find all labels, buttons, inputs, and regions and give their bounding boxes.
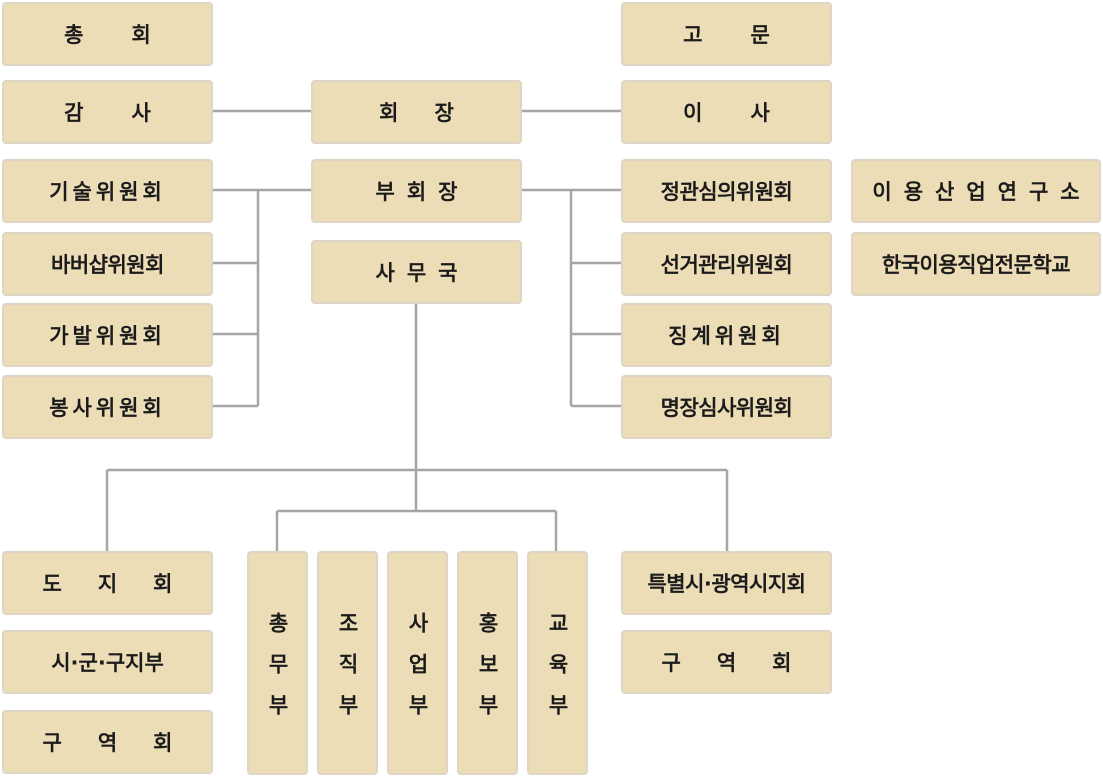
samuguk-box: 사무국 (311, 240, 522, 304)
committee-left-1: 기술위원회 (2, 159, 213, 223)
gamsa-box: 감사 (2, 80, 213, 144)
institute-school: 한국이용직업전문학교 (851, 232, 1101, 296)
dept-gyoyuk: 교육부 (527, 551, 588, 775)
committee-right-3: 징계위원회 (621, 303, 832, 367)
committee-left-3: 가발위원회 (2, 303, 213, 367)
committee-left-4: 봉사위원회 (2, 375, 213, 439)
chongheo-box: 총회 (2, 2, 213, 66)
gomun-box: 고문 (621, 2, 832, 66)
dept-jojik: 조직부 (317, 551, 378, 775)
committee-left-2: 바버샵위원회 (2, 232, 213, 296)
regional-dojihoe: 도지회 (2, 551, 213, 615)
committee-right-2: 선거관리위원회 (621, 232, 832, 296)
committee-right-4: 명장심사위원회 (621, 375, 832, 439)
regional-guyeokhoe-right: 구역회 (621, 630, 832, 694)
institute-research: 이용산업연구소 (851, 159, 1101, 223)
regional-sigungu: 시·군·구지부 (2, 630, 213, 694)
committee-right-1: 정관심의위원회 (621, 159, 832, 223)
regional-teukbyeolsi: 특별시·광역시지회 (621, 551, 832, 615)
buhoejang-box: 부회장 (311, 159, 522, 223)
regional-guyeokhoe-left: 구역회 (2, 710, 213, 774)
hoejang-box: 회장 (311, 80, 522, 144)
isa-box: 이사 (621, 80, 832, 144)
dept-chongmu: 총무부 (247, 551, 308, 775)
dept-hongbo: 홍보부 (457, 551, 518, 775)
dept-saeop: 사업부 (387, 551, 448, 775)
